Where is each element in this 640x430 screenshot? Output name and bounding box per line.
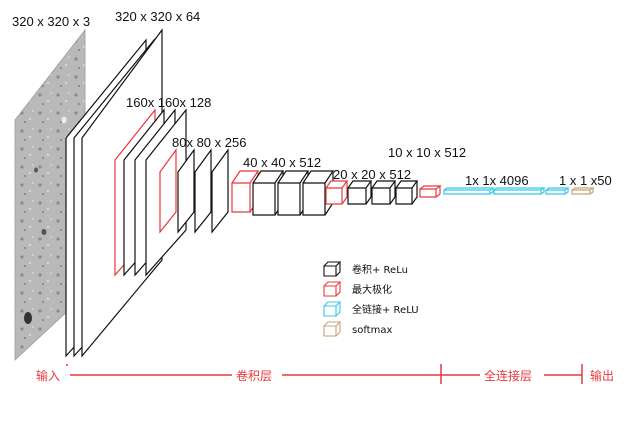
cube-icon [323,261,342,277]
conv3-dim-label: 80x 80 x 256 [172,135,246,150]
conv5-cube-b [371,180,397,205]
legend: 卷积+ ReLu 最大极化 全链接+ ReLU softmax [323,261,419,337]
fc-dim-label: 1x 1x 4096 [465,173,529,188]
stage-output-label: 输出 [590,368,614,383]
stage-fc-label: 全连接层 [484,368,532,383]
conv5-cube-c [395,180,419,205]
conv4-block [231,170,335,216]
fc-block [443,187,570,195]
input-dim-label: 320 x 320 x 3 [12,14,90,29]
legend-item-fc-relu: 全链接+ ReLU [323,301,419,317]
softmax-bar [571,187,595,195]
fc1-bar [443,187,495,195]
output-dim-label: 1 x 1 x50 [559,173,612,188]
conv1-dim-label: 320 x 320 x 64 [115,9,200,24]
conv5-cube-a [347,180,373,205]
legend-item-max-pool: 最大极化 [323,281,392,297]
cube-icon [323,321,342,337]
conv3-block [159,148,229,234]
pool5-dim-label: 10 x 10 x 512 [388,145,466,160]
fc3-bar [545,187,570,195]
conv5-dim-label: 20 x 20 x 512 [333,167,411,182]
legend-item-conv-relu: 卷积+ ReLu [323,261,408,277]
conv4-dim-label: 40 x 40 x 512 [243,155,321,170]
conv2-dim-label: 160x 160x 128 [126,95,211,110]
pool4-cube [325,180,349,205]
pool5-cube [419,185,442,198]
stage-fc-label-bg [480,366,544,384]
stage-conv-label: 卷积层 [236,368,272,383]
legend-label-softmax: softmax [352,325,392,336]
fc2-bar [493,187,546,195]
conv3-layer-a [177,148,195,234]
conv3-layer-b [194,148,212,234]
stage-conv-label-bg [232,366,282,384]
stage-input-label-bg [34,366,70,384]
legend-item-softmax: softmax [323,321,392,337]
cube-icon [323,281,342,297]
conv3-layer-c [211,148,229,234]
pool2-layer [159,148,177,234]
conv5-block [325,180,419,205]
cube-icon [323,301,342,317]
stage-input-label: 输入 [36,368,60,383]
legend-label-fc-relu: 全链接+ ReLU [352,303,419,316]
legend-label-max-pool: 最大极化 [352,283,392,296]
legend-label-conv-relu: 卷积+ ReLu [352,263,408,276]
